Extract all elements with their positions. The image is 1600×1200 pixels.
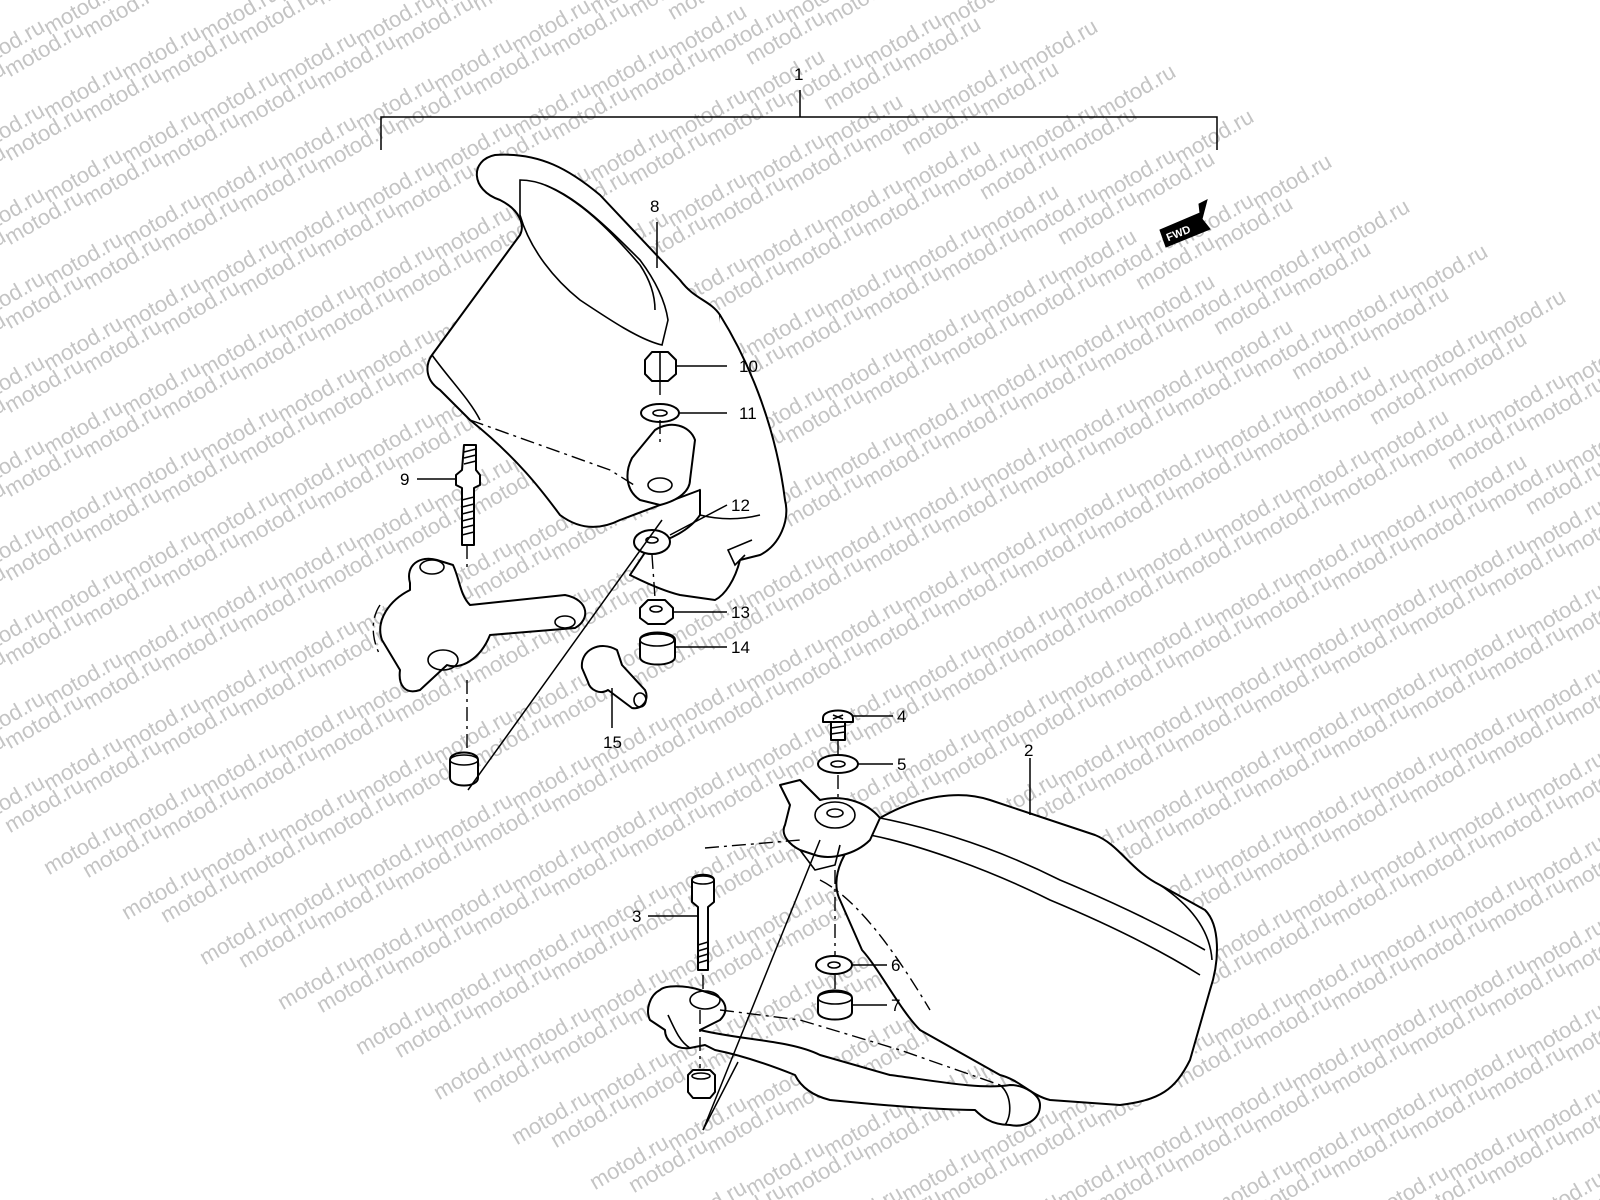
pivot-bolt-part-3 [648,873,715,971]
callout-2: 2 [1024,741,1033,760]
callout-13: 13 [731,603,750,622]
callout-15: 15 [603,733,622,752]
lever [647,985,1041,1127]
callout-9: 9 [400,470,409,489]
nut-part-13 [639,599,727,625]
callout-labels: 1 2 3 4 5 6 7 8 9 10 11 12 13 14 15 [400,65,1033,1015]
lower-nut-lower [687,1069,716,1099]
hand-guard-part-8 [426,153,788,601]
callout-11: 11 [739,404,757,423]
callout-12: 12 [731,496,750,515]
washer-part-12 [633,504,728,555]
lever-perch [779,779,881,871]
screw-part-4 [822,709,893,741]
bolt-part-10 [644,351,727,382]
callout-6: 6 [891,956,900,975]
assembly-bracket [380,90,1218,150]
washer-part-5 [817,754,893,774]
callout-8: 8 [650,197,659,216]
washer-part-11 [640,403,727,423]
callout-5: 5 [897,755,906,774]
callout-14: 14 [731,638,750,657]
fwd-arrow-icon: FWD [1159,199,1211,248]
handlebar-clamp [372,557,587,693]
guard-mounting-tab [626,423,696,506]
callout-4: 4 [897,707,906,726]
lower-assembly-centerlines [699,740,1001,1131]
callout-7: 7 [891,996,900,1015]
callout-10: 10 [739,357,758,376]
upper-assembly-centerlines [466,381,663,791]
callout-1: 1 [794,65,803,84]
lower-nut-upper [449,751,479,787]
washer-part-6 [815,955,887,975]
stud-bolt-part-9 [417,444,481,546]
collar-part-7 [817,989,887,1021]
hand-guard-part-2 [835,758,1218,1106]
collar-part-14 [639,631,727,666]
callout-3: 3 [632,907,641,926]
rubber-mount-part-15 [580,645,648,728]
